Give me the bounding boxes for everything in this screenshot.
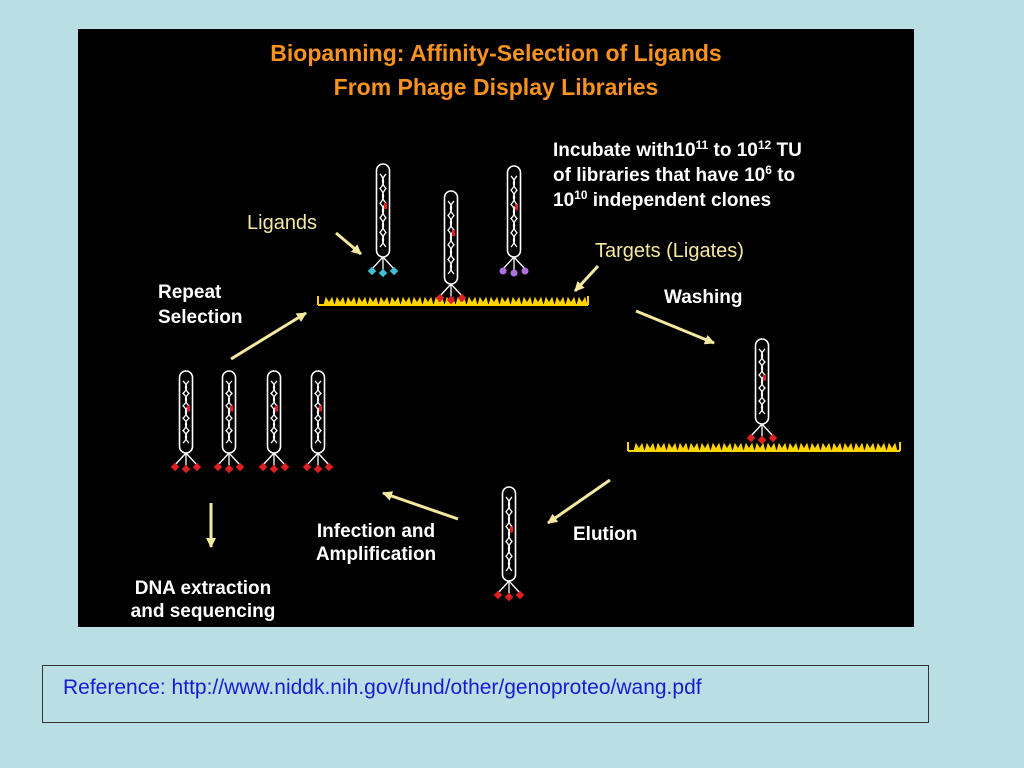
washing-label: Washing: [664, 287, 743, 308]
incubate-line2: of libraries that have 106 to: [553, 163, 796, 186]
repeat-selection-label: Repeat Selection: [158, 282, 243, 328]
incubate-note: Incubate with1011 to 1012 TU of librarie…: [553, 138, 802, 213]
ligands-pointer-arrow: [335, 231, 362, 256]
ligands-label: Ligands: [247, 212, 318, 234]
phage-eluted: [493, 486, 525, 602]
phage-free-purple: [499, 165, 529, 277]
repeat-selection-arrow: [230, 311, 307, 361]
infection-amplification-label: Infection and Amplification: [315, 521, 437, 565]
elution-arrow: [547, 478, 611, 525]
amplification-arrow: [382, 491, 459, 521]
target-surface-top: [317, 296, 589, 306]
incubate-line3: 1010 independent clones: [553, 188, 772, 211]
dna-extraction-label: DNA extraction and sequencing: [130, 578, 276, 622]
reference-text: Reference: http://www.niddk.nih.gov/fund…: [63, 676, 702, 699]
phage-amplified-4: [302, 370, 334, 474]
diagram-panel: Biopanning: Affinity-Selection of Ligand…: [78, 29, 914, 627]
target-surface-washing: [627, 442, 901, 452]
incubate-line1: Incubate with1011 to 1012 TU: [553, 138, 802, 161]
washing-arrow: [635, 309, 715, 345]
reference-box: Reference: http://www.niddk.nih.gov/fund…: [42, 665, 929, 723]
elution-label: Elution: [573, 524, 638, 545]
targets-pointer-arrow: [573, 264, 600, 293]
phage-amplified-1: [170, 370, 202, 474]
phage-bound-top: [435, 190, 467, 305]
diagram-title-line1: Biopanning: Affinity-Selection of Ligand…: [270, 40, 722, 66]
phage-amplified-3: [258, 370, 290, 474]
diagram-title-line2: From Phage Display Libraries: [333, 74, 659, 100]
phage-free-cyan: [367, 163, 399, 278]
targets-label: Targets (Ligates): [595, 240, 744, 262]
phage-bound-washing: [746, 338, 778, 445]
phage-amplified-2: [213, 370, 245, 474]
biopanning-diagram: [170, 163, 901, 602]
